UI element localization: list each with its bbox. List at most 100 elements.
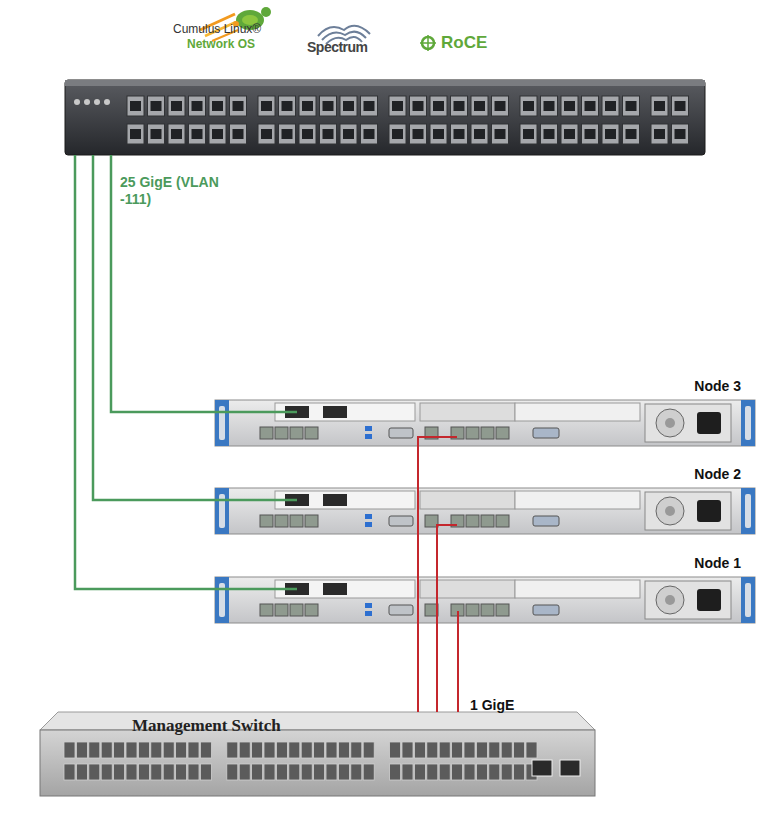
shape-part xyxy=(168,124,185,144)
shape-part xyxy=(114,764,125,780)
shape-part xyxy=(520,124,537,144)
shape-part xyxy=(365,514,372,519)
shape-part xyxy=(163,764,174,780)
shape-part xyxy=(564,129,575,139)
shape-part xyxy=(126,742,137,758)
shape-part xyxy=(148,124,165,144)
shape-part xyxy=(363,764,374,780)
shape-part xyxy=(340,96,357,116)
shape-part xyxy=(101,742,112,758)
shape-part xyxy=(279,96,296,116)
shape-part xyxy=(163,742,174,758)
shape-part xyxy=(89,742,100,758)
shape-part xyxy=(343,129,354,139)
shape-part xyxy=(65,80,705,86)
shape-part xyxy=(227,742,238,758)
shape-part xyxy=(466,604,479,616)
shape-part xyxy=(365,611,372,616)
shape-part xyxy=(645,581,731,619)
shape-part xyxy=(363,742,374,758)
shape-part xyxy=(389,428,413,438)
shape-part xyxy=(258,124,275,144)
shape-part xyxy=(365,434,372,439)
shape-part xyxy=(533,605,559,615)
shape-part xyxy=(301,742,312,758)
shape-part xyxy=(402,742,413,758)
shape-part xyxy=(275,515,288,527)
shape-part xyxy=(171,101,182,111)
shape-part xyxy=(439,742,450,758)
shape-part xyxy=(126,764,137,780)
shape-part xyxy=(227,764,238,780)
shape-part xyxy=(94,99,100,105)
shape-part xyxy=(675,101,686,111)
shape-part xyxy=(564,101,575,111)
link-label: 1 GigE xyxy=(470,697,540,714)
shape-part xyxy=(74,99,80,105)
shape-part xyxy=(533,428,559,438)
shape-part xyxy=(305,604,318,616)
shape-part xyxy=(101,764,112,780)
shape-part xyxy=(215,400,755,446)
shape-part xyxy=(481,427,494,439)
shape-part xyxy=(314,764,325,780)
server-node: Node 1 xyxy=(215,577,755,623)
shape-part xyxy=(672,124,689,144)
shape-part xyxy=(215,411,297,414)
shape-part xyxy=(323,583,347,595)
shape-part xyxy=(351,764,362,780)
shape-part xyxy=(89,764,100,780)
shape-part xyxy=(602,124,619,144)
shape-part xyxy=(338,742,349,758)
shape-part xyxy=(390,742,401,758)
shape-part xyxy=(215,400,229,446)
shape-part xyxy=(239,742,250,758)
shape-part xyxy=(148,96,165,116)
shape-part xyxy=(275,427,288,439)
shape-part xyxy=(151,764,162,780)
shape-part xyxy=(260,515,273,527)
shape-part xyxy=(365,603,372,608)
spectrum-switch: Cumulus Linux®Network OSSpectrumRoCE xyxy=(65,80,705,155)
shape-part xyxy=(130,129,141,139)
shape-part xyxy=(171,129,182,139)
shape-part xyxy=(481,515,494,527)
shape-part xyxy=(176,764,187,780)
shape-part xyxy=(745,406,751,440)
shape-part xyxy=(427,764,438,780)
shape-part xyxy=(104,99,110,105)
shape-part xyxy=(471,96,488,116)
shape-part xyxy=(533,516,559,526)
shape-part xyxy=(389,124,406,144)
shape-part xyxy=(151,101,162,111)
shape-part xyxy=(233,129,244,139)
shape-part xyxy=(168,96,185,116)
shape-part xyxy=(476,764,487,780)
shape-part xyxy=(215,488,755,534)
shape-part xyxy=(114,742,125,758)
shape-part xyxy=(64,742,75,758)
shape-part xyxy=(585,101,596,111)
shape-part xyxy=(489,764,500,780)
shape-part xyxy=(402,764,413,780)
shape-part xyxy=(741,400,755,446)
shape-part xyxy=(230,96,247,116)
shape-part xyxy=(496,604,509,616)
shape-part xyxy=(215,577,229,623)
shape-part xyxy=(275,604,288,616)
shape-part xyxy=(433,101,444,111)
shape-part xyxy=(389,605,413,615)
shape-part xyxy=(365,426,372,431)
shape-part xyxy=(420,491,515,509)
data-cable xyxy=(75,155,215,589)
shape-part xyxy=(215,488,229,534)
shape-part xyxy=(582,124,599,144)
shape-part xyxy=(260,427,273,439)
shape-part xyxy=(290,427,303,439)
shape-part xyxy=(65,80,705,155)
shape-part xyxy=(260,604,273,616)
node-art xyxy=(65,80,705,155)
shape-part xyxy=(605,129,616,139)
node-art xyxy=(215,577,755,623)
shape-part xyxy=(741,577,755,623)
